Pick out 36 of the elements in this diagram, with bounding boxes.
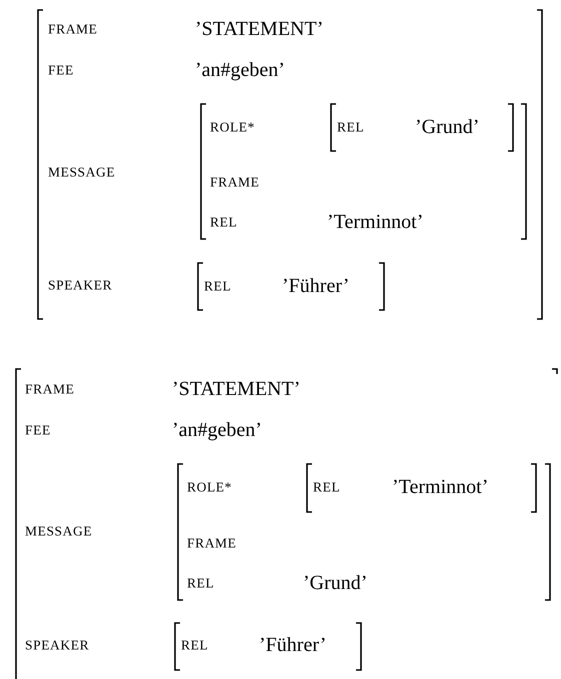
attribute-value-matrix (15, 368, 558, 679)
attribute-label: FRAME (187, 536, 237, 550)
attribute-label: SPEAKER (25, 638, 90, 652)
attribute-label: ROLE* (210, 120, 255, 134)
attribute-label: FRAME (25, 382, 75, 396)
attribute-label: FRAME (48, 22, 98, 36)
value-text: ’Grund’ (415, 117, 480, 137)
attribute-label: REL (181, 638, 208, 652)
value-text: ’Grund’ (303, 573, 368, 593)
attribute-label: REL (337, 120, 364, 134)
attribute-value-matrix (330, 103, 514, 152)
attribute-label: FRAME (210, 175, 260, 189)
attribute-value-matrix (306, 463, 537, 513)
value-text: ’an#geben’ (172, 420, 262, 440)
attribute-label: SPEAKER (48, 278, 112, 292)
attribute-value-matrix (200, 103, 527, 240)
value-text: ’Führer’ (282, 276, 350, 296)
attribute-label: MESSAGE (48, 165, 116, 179)
attribute-value-matrix (37, 9, 543, 320)
attribute-label: REL (187, 576, 214, 590)
value-text: ’Terminnot’ (327, 212, 424, 232)
attribute-value-matrix (177, 463, 551, 601)
value-text: ’Führer’ (259, 635, 326, 655)
value-text: ’an#geben’ (195, 60, 285, 80)
attribute-label: REL (204, 279, 232, 293)
attribute-label: MESSAGE (25, 524, 92, 538)
attribute-label: FEE (48, 63, 74, 77)
attribute-label: REL (210, 215, 238, 229)
value-text: ’STATEMENT’ (195, 19, 324, 39)
value-text: ’Terminnot’ (392, 477, 488, 497)
attribute-value-matrix (174, 622, 362, 671)
attribute-label: FEE (25, 423, 51, 437)
attribute-value-matrix (197, 262, 385, 311)
attribute-label: REL (313, 480, 340, 494)
value-text: ’STATEMENT’ (172, 379, 300, 399)
attribute-label: ROLE* (187, 480, 232, 494)
